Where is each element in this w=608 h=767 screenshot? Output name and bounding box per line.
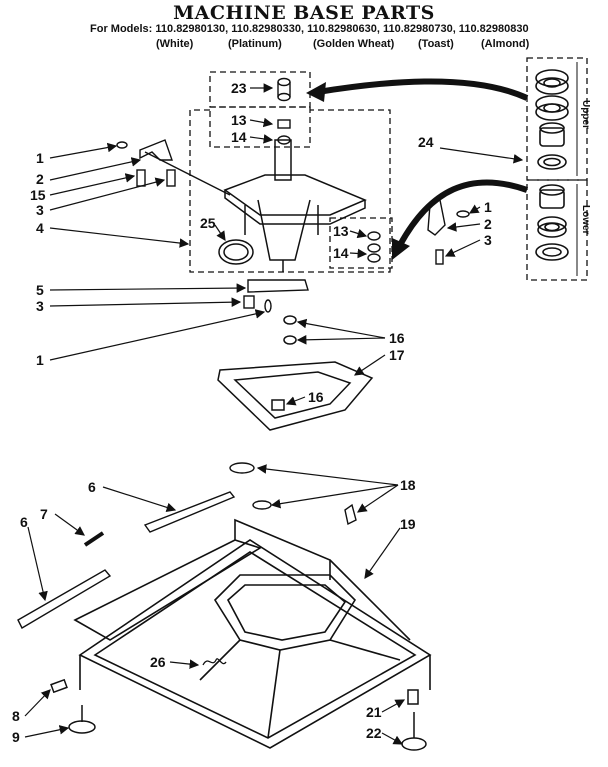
box-13-14 <box>209 106 311 148</box>
bearing-inset-lower <box>526 179 588 281</box>
callout-25: 25 <box>200 215 216 231</box>
color-label-platinum: (Platinum) <box>228 38 282 50</box>
callout-16-lower: 16 <box>308 389 324 405</box>
callout-22: 22 <box>366 725 382 741</box>
bearing-stack-upper <box>535 69 569 170</box>
callout-16: 16 <box>389 330 405 346</box>
callout-8: 8 <box>12 708 20 724</box>
box-13-14-lower <box>329 217 393 269</box>
callout-26: 26 <box>150 654 166 670</box>
color-label-almond: (Almond) <box>481 38 530 50</box>
color-label-toast: (Toast) <box>418 38 454 50</box>
callout-18: 18 <box>400 477 416 493</box>
tub-brace <box>217 315 374 431</box>
upper-label: Upper <box>580 100 591 129</box>
callout-19: 19 <box>400 516 416 532</box>
callout-2: 2 <box>36 171 44 187</box>
callout-1: 1 <box>36 150 44 166</box>
callout-5: 5 <box>36 282 44 298</box>
callout-6: 6 <box>88 479 96 495</box>
callout-1-right: 1 <box>484 199 492 215</box>
machine-base-frame <box>73 518 432 749</box>
callout-1-mid: 1 <box>36 352 44 368</box>
color-label-white: (White) <box>156 38 194 50</box>
callout-23: 23 <box>231 80 247 96</box>
models-line: For Models: 110.82980130, 110.82980330, … <box>90 23 529 35</box>
callout-14-lower: 14 <box>333 245 349 261</box>
callout-6-left: 6 <box>20 514 28 530</box>
arrow-upper <box>317 78 529 101</box>
callout-24: 24 <box>418 134 434 150</box>
arrow-lower <box>397 179 528 247</box>
box-23 <box>209 71 311 108</box>
callout-13-lower: 13 <box>333 223 349 239</box>
callout-3-right: 3 <box>484 232 492 248</box>
color-label-golden-wheat: (Golden Wheat) <box>313 38 395 50</box>
callout-14: 14 <box>231 129 247 145</box>
callout-4: 4 <box>36 220 44 236</box>
transmission-assembly <box>218 139 367 272</box>
lower-label: Lower <box>580 205 591 235</box>
callout-17: 17 <box>389 347 405 363</box>
callout-9: 9 <box>12 729 20 745</box>
bearing-stack-lower <box>535 184 569 261</box>
callout-7: 7 <box>40 506 48 522</box>
callout-13: 13 <box>231 112 247 128</box>
callout-21: 21 <box>366 704 382 720</box>
box-transmission <box>189 109 391 273</box>
callout-3-mid: 3 <box>36 298 44 314</box>
callout-15: 15 <box>30 187 46 203</box>
callout-3: 3 <box>36 202 44 218</box>
callout-2-right: 2 <box>484 216 492 232</box>
page-title: MACHINE BASE PARTS <box>173 2 435 24</box>
